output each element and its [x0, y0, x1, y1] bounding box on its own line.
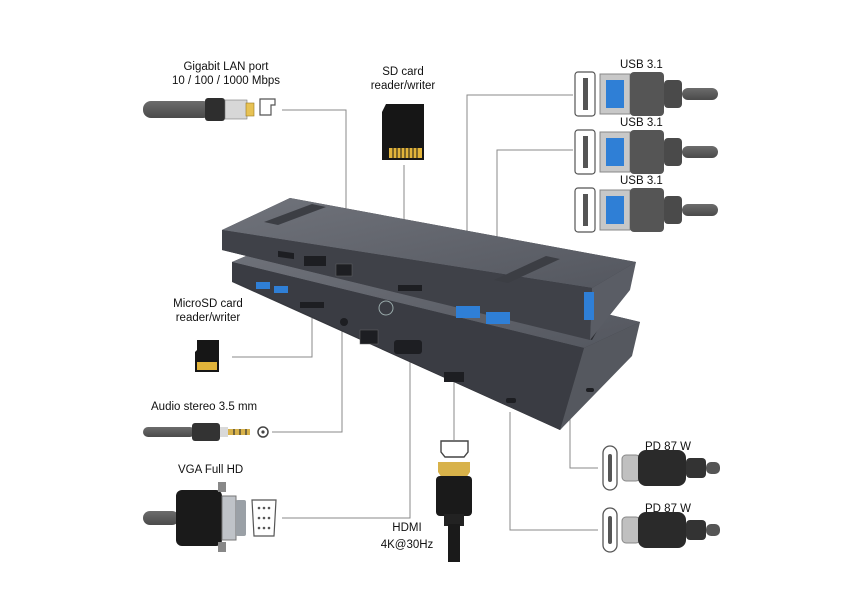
usb-a-plug-icon — [599, 188, 718, 232]
sd-label-line1: SD card — [382, 66, 424, 78]
usb-a-port-icon — [574, 187, 596, 233]
lower-ports — [256, 282, 594, 403]
upper-ports — [278, 250, 594, 324]
ethernet-port-icon — [259, 98, 276, 116]
usb-a-port-icon — [456, 306, 480, 318]
usb-c-port-icon — [602, 445, 618, 491]
microsd-leader — [232, 318, 313, 358]
usb-c-port-icon — [586, 388, 594, 392]
hdmi-port-icon — [444, 372, 464, 382]
pd2-leader — [509, 412, 598, 531]
lan-speed: 10 / 100 / 1000 Mbps — [171, 75, 281, 88]
microsd-slot — [300, 302, 324, 308]
audio-jack-icon — [143, 423, 269, 441]
vga-label: VGA Full HD — [178, 464, 244, 476]
usb-a-port-icon — [574, 71, 596, 117]
usb-c-cable-1 — [602, 445, 720, 491]
usb3-label: USB 3.1 — [620, 175, 663, 187]
pd1-label: PD 87 W — [645, 441, 692, 453]
ethernet-plug-icon — [143, 98, 255, 121]
vga-leader — [282, 356, 411, 519]
usb-a-plug-icon — [599, 130, 718, 174]
docking-station — [222, 198, 640, 430]
usb-a-port-icon — [486, 312, 510, 324]
vga-plug-icon — [143, 482, 246, 552]
usb-cable-1 — [574, 71, 718, 117]
usb-c-plug-icon — [621, 512, 720, 548]
leader-lines — [232, 94, 598, 531]
sd-label-line2: reader/writer — [370, 80, 436, 93]
ethernet-port-icon — [335, 263, 353, 277]
audio-leader — [272, 330, 343, 433]
usb-a-plug-icon — [599, 72, 718, 116]
usb-c-port-icon — [602, 507, 618, 553]
microsd-label-line1: MicroSD card — [173, 298, 243, 310]
hdmi-plug-icon — [436, 462, 472, 562]
audio-label: Audio stereo 3.5 mm — [151, 401, 258, 413]
hdmi-port-icon — [440, 440, 469, 458]
usb-c-plug-icon — [621, 450, 720, 486]
usb-a-port-icon — [574, 129, 596, 175]
hdmi-label-line2: 4K@30Hz — [380, 539, 434, 552]
lan-title: Gigabit LAN port — [183, 61, 269, 73]
pd2-label: PD 87 W — [645, 503, 692, 515]
sd-slot — [398, 285, 422, 291]
brand-logo — [378, 300, 394, 316]
hdmi-label: HDMI 4K@30Hz — [378, 521, 436, 553]
usb-c-port-icon — [506, 398, 516, 403]
usb-a-port-icon — [584, 292, 594, 320]
hdmi-label-line1: HDMI — [392, 522, 422, 534]
usb1-label: USB 3.1 — [620, 59, 663, 71]
sd-label: SD card reader/writer — [358, 65, 448, 94]
usb-cable-2 — [574, 129, 718, 175]
usb2-label: USB 3.1 — [620, 117, 663, 129]
vga-port-icon — [251, 499, 277, 537]
lan-label: Gigabit LAN port 10 / 100 / 1000 Mbps — [166, 60, 286, 89]
microsd-card-icon — [195, 340, 219, 372]
audio-jack-port — [340, 318, 348, 326]
usb-cable-3 — [574, 187, 718, 233]
microsd-label-line2: reader/writer — [175, 312, 241, 325]
usb-c-cable-2 — [602, 507, 720, 553]
microsd-label: MicroSD card reader/writer — [158, 297, 258, 326]
vga-port-icon — [394, 340, 422, 354]
sd-card-icon — [382, 104, 424, 160]
